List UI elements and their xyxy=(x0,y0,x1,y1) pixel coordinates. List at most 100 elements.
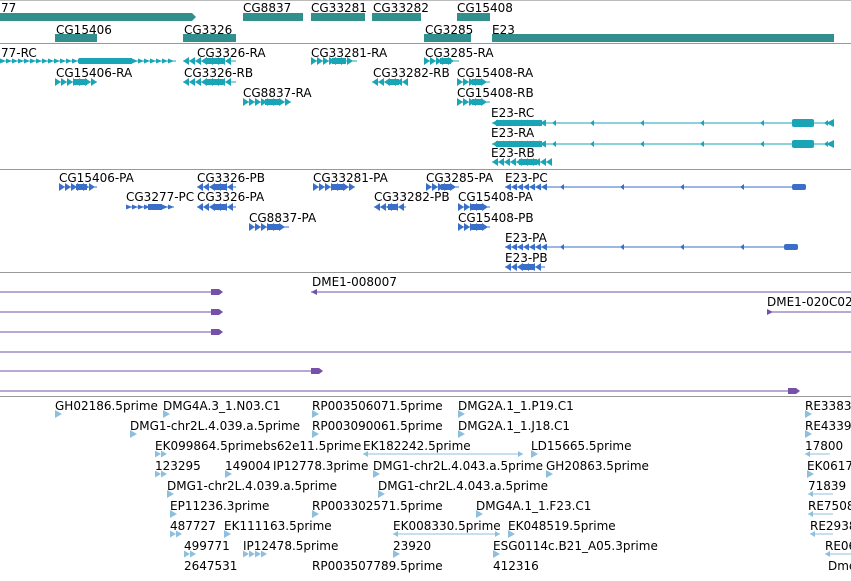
est-marker[interactable] xyxy=(224,530,231,538)
gene-bar[interactable] xyxy=(55,34,97,42)
feature-label[interactable]: CG3285-RA xyxy=(425,46,494,60)
feature-label[interactable]: EK182242.5prime xyxy=(363,439,471,453)
gene-bar[interactable] xyxy=(0,13,192,21)
est-marker[interactable] xyxy=(807,470,814,478)
feature-label[interactable]: DMG1-chr2L.4.043.a.5prime xyxy=(373,459,544,473)
feature-label[interactable]: CG33282-PB xyxy=(374,190,450,204)
feature-label[interactable]: CG15408-RB xyxy=(457,86,534,100)
feature-label[interactable]: CG3326-PB xyxy=(197,171,266,185)
est-marker[interactable] xyxy=(805,410,812,418)
est-marker[interactable] xyxy=(805,430,812,438)
feature-label[interactable]: E23-PB xyxy=(505,251,548,265)
est-marker[interactable] xyxy=(55,410,62,418)
feature-label[interactable]: CG15408-PA xyxy=(458,190,533,204)
est-marker[interactable] xyxy=(312,430,319,438)
feature-label[interactable]: DMG1-chr2L.4.039.a.5prime xyxy=(130,419,301,433)
feature-label[interactable]: CG3326-RA xyxy=(197,46,266,60)
est-marker[interactable] xyxy=(378,490,385,498)
feature-label[interactable]: ESG0114c.B21_A05.3prime xyxy=(493,539,658,553)
feature-label[interactable]: 149004 xyxy=(225,459,271,473)
feature-label[interactable]: DMG1-chr2L.4.043.a.5prime xyxy=(378,479,549,493)
est-marker[interactable] xyxy=(546,470,553,478)
feature-label[interactable]: CG3285 xyxy=(425,23,474,37)
feature-label[interactable]: RE06 xyxy=(825,539,851,553)
feature-label[interactable]: 2647531 xyxy=(184,559,238,573)
feature-label[interactable]: RP003090061.5prime xyxy=(312,419,443,433)
feature-label[interactable]: 77 xyxy=(1,1,17,15)
feature-label[interactable]: 71839 xyxy=(808,479,847,493)
est-marker[interactable] xyxy=(393,550,400,558)
feature-label[interactable]: E23-RB xyxy=(491,146,535,160)
feature-label[interactable]: E23 xyxy=(492,23,515,37)
feature-label[interactable]: EP11236.3prime xyxy=(170,499,270,513)
feature-label[interactable]: EK0617 xyxy=(807,459,851,473)
feature-label[interactable]: DME1-020C02 xyxy=(767,295,851,309)
est-marker[interactable] xyxy=(312,510,319,518)
feature-label[interactable]: bs62e11.5prime xyxy=(263,439,362,453)
feature-label[interactable]: 499771 xyxy=(184,539,230,553)
est-marker[interactable] xyxy=(476,510,483,518)
feature-label[interactable]: RP003506071.5prime xyxy=(312,399,443,413)
feature-label[interactable]: GH02186.5prime xyxy=(55,399,158,413)
est-marker[interactable] xyxy=(508,530,515,538)
feature-label[interactable]: GH20863.5prime xyxy=(546,459,649,473)
feature-label[interactable]: RE7508 xyxy=(808,499,851,513)
feature-label[interactable]: CG3277-PC xyxy=(126,190,195,204)
feature-label[interactable]: IP12478.5prime xyxy=(243,539,339,553)
gene-bar[interactable] xyxy=(372,13,421,21)
feature-label[interactable]: 23920 xyxy=(393,539,432,553)
est-marker[interactable] xyxy=(531,450,538,458)
gene-bar[interactable] xyxy=(424,34,471,42)
feature-label[interactable]: CG33282-RB xyxy=(373,66,450,80)
feature-label[interactable]: DME1-008007 xyxy=(312,275,397,289)
est-marker[interactable] xyxy=(163,410,170,418)
feature-label[interactable]: DMG2A.1_1.J18.C1 xyxy=(458,419,571,433)
gene-bar[interactable] xyxy=(457,13,490,21)
feature-label[interactable]: DMG1-chr2L.4.039.a.5prime xyxy=(167,479,338,493)
feature-label[interactable]: Dme xyxy=(828,559,851,573)
feature-label[interactable]: CG15408 xyxy=(457,1,513,15)
feature-label[interactable]: RE3383 xyxy=(805,399,851,413)
feature-label[interactable]: E23-RA xyxy=(491,126,535,140)
feature-label[interactable]: EK099864.5prime xyxy=(155,439,263,453)
feature-label[interactable]: DMG2A.1_1.P19.C1 xyxy=(458,399,574,413)
feature-label[interactable]: CG3326-RB xyxy=(184,66,254,80)
est-marker[interactable] xyxy=(225,470,232,478)
feature-label[interactable]: RP003302571.5prime xyxy=(312,499,443,513)
est-marker[interactable] xyxy=(373,470,380,478)
gene-bar[interactable] xyxy=(311,13,365,21)
feature-label[interactable]: 17800 xyxy=(805,439,844,453)
gene-bar[interactable] xyxy=(183,34,236,42)
feature-label[interactable]: 487727 xyxy=(170,519,216,533)
feature-label[interactable]: CG8837-PA xyxy=(249,211,317,225)
feature-label[interactable]: CG3326 xyxy=(184,23,233,37)
feature-label[interactable]: CG15406-RA xyxy=(56,66,133,80)
feature-label[interactable]: E23-RC xyxy=(491,106,535,120)
feature-label[interactable]: IP12778.3prime xyxy=(273,459,369,473)
feature-label[interactable]: CG33282 xyxy=(373,1,429,15)
feature-label[interactable]: CG33281-RA xyxy=(311,46,388,60)
feature-label[interactable]: 412316 xyxy=(493,559,539,573)
feature-label[interactable]: LD15665.5prime xyxy=(531,439,632,453)
feature-label[interactable]: E23-PC xyxy=(505,171,548,185)
feature-label[interactable]: 123295 xyxy=(155,459,201,473)
feature-label[interactable]: CG15406-PA xyxy=(59,171,134,185)
feature-label[interactable]: CG15406 xyxy=(56,23,112,37)
feature-label[interactable]: CG33281 xyxy=(311,1,367,15)
feature-label[interactable]: CG3326-PA xyxy=(197,190,265,204)
feature-label[interactable]: DMG4A.3_1.N03.C1 xyxy=(163,399,281,413)
est-marker[interactable] xyxy=(312,410,319,418)
feature-label[interactable]: RP003507789.5prime xyxy=(312,559,443,573)
feature-label[interactable]: CG33281-PA xyxy=(313,171,388,185)
feature-label[interactable]: CG8837 xyxy=(243,1,292,15)
est-marker[interactable] xyxy=(493,550,500,558)
feature-label[interactable]: RE4339 xyxy=(805,419,851,433)
feature-label[interactable]: 77-RC xyxy=(1,46,37,60)
est-marker[interactable] xyxy=(167,490,174,498)
est-marker[interactable] xyxy=(130,430,137,438)
est-marker[interactable] xyxy=(458,410,465,418)
feature-label[interactable]: E23-PA xyxy=(505,231,547,245)
feature-label[interactable]: CG3285-PA xyxy=(426,171,494,185)
gene-bar[interactable] xyxy=(243,13,303,21)
